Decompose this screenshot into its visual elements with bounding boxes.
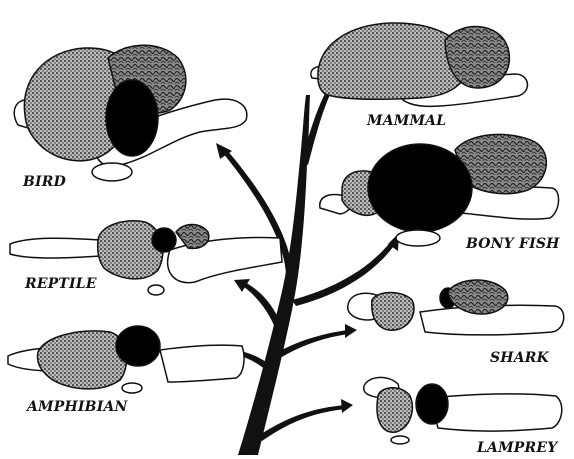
branch-lamprey [258,405,346,441]
reptile-optic-lobe [152,228,176,252]
arrowhead-shark [345,324,357,338]
amphibian-brain [8,326,244,393]
reptile-cerebellum [176,225,209,249]
reptile-pituitary [148,285,164,295]
label-amphibian: AMPHIBIAN [27,399,128,415]
bird-brain [14,45,247,181]
bony-fish-brain [320,134,559,246]
mammal-brain [311,23,528,106]
branch-reptile [240,281,281,330]
label-reptile: REPTILE [25,276,97,292]
mammal-cerebrum [318,23,469,99]
lamprey-optic-tectum [416,384,448,424]
lamprey-brainstem [430,394,562,431]
tree-trunk [238,95,310,455]
lamprey-pituitary [391,436,409,444]
bird-optic-lobe [106,80,158,156]
branch-shark [278,330,349,357]
arrowhead-lamprey [341,399,353,413]
amphibian-cerebrum [38,331,127,389]
lamprey-brain [364,377,562,444]
reptile-olfactory [10,238,100,258]
label-bony-fish: BONY FISH [466,236,560,252]
amphibian-pituitary [122,383,142,393]
label-shark: SHARK [490,350,549,366]
label-bird: BIRD [23,174,66,190]
amphibian-brainstem [160,345,244,382]
shark-brain [348,280,564,335]
label-lamprey: LAMPREY [477,440,557,456]
reptile-cerebrum [98,221,163,279]
bird-pituitary [92,163,132,181]
amphibian-optic-lobe [116,326,160,366]
label-mammal: MAMMAL [367,113,446,129]
lamprey-cerebrum [377,388,412,432]
bonyfish-optic-tectum [368,144,472,232]
bonyfish-pituitary [396,230,440,246]
shark-cerebrum [372,293,414,331]
